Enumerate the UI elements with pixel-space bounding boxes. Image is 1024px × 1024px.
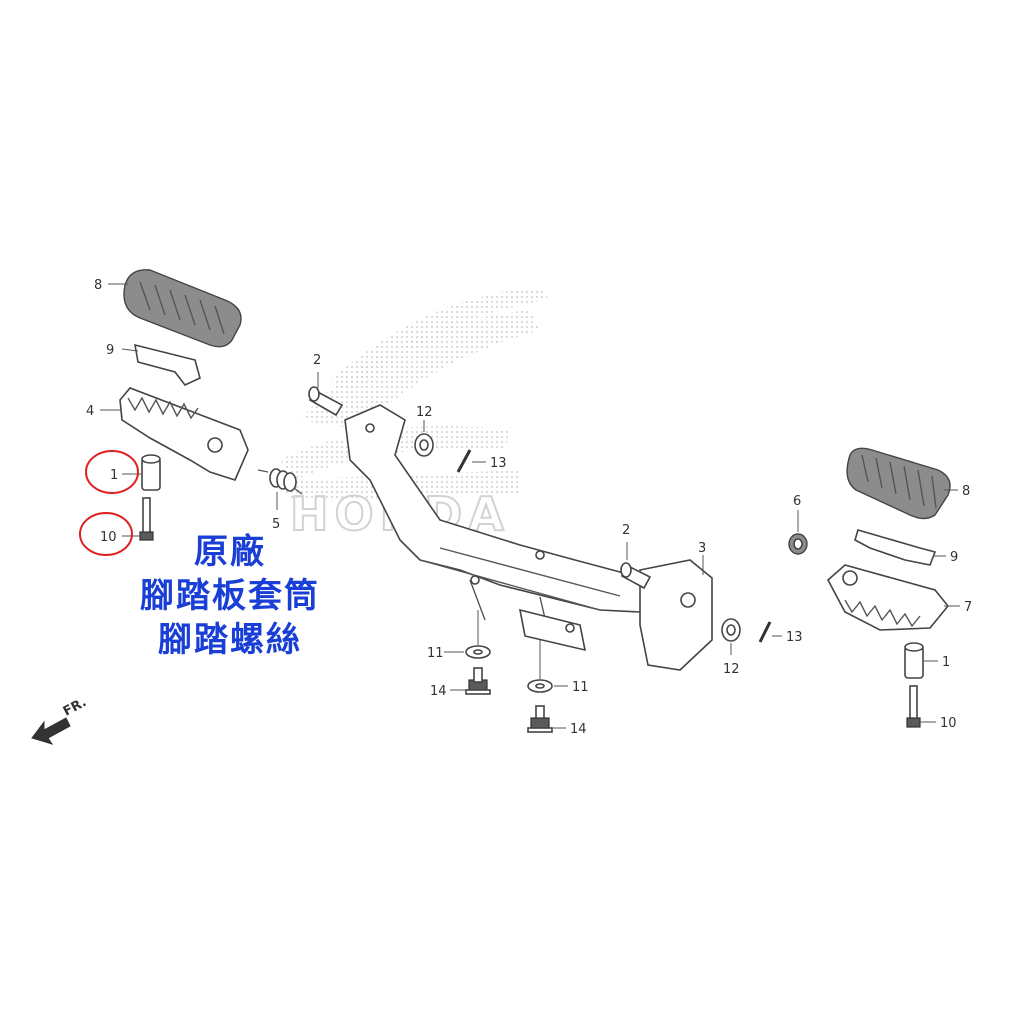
step-plate-right: [854, 529, 937, 566]
step-bolt-right: [906, 685, 921, 728]
callout-14-left: 14: [430, 684, 447, 699]
annotation-line-1: 原廠: [194, 532, 266, 572]
callout-5: 5: [272, 517, 280, 532]
callout-9-left: 9: [106, 343, 114, 358]
pivot-pin-upper: [308, 386, 344, 417]
callout-12-lower: 12: [723, 662, 740, 677]
front-direction-label: FR.: [61, 695, 89, 720]
callout-10-right: 10: [940, 716, 957, 731]
cotter-pin-lower: [758, 621, 772, 643]
step-plate-left: [133, 343, 201, 386]
callout-9-right: 9: [950, 550, 958, 565]
callout-14-lower: 14: [570, 722, 587, 737]
front-direction-arrow: FR.: [31, 695, 89, 745]
callout-13-upper: 13: [490, 456, 507, 471]
highlight-circle-bolt: [79, 512, 133, 556]
washer-upper: [414, 433, 434, 457]
callout-6: 6: [793, 494, 801, 509]
callout-11-left: 11: [427, 646, 444, 661]
callout-7: 7: [964, 600, 972, 615]
callout-1-left: 1: [110, 468, 118, 483]
callout-8-left: 8: [94, 278, 102, 293]
return-spring: [257, 468, 303, 495]
step-rubber-right: [846, 447, 951, 520]
washer-left: [465, 645, 491, 659]
callout-11-lower: 11: [572, 680, 589, 695]
annotation-line-3: 腳踏螺絲: [158, 620, 302, 660]
callout-1-right: 1: [942, 655, 950, 670]
annotation-line-2: 腳踏板套筒: [140, 576, 320, 616]
callout-10-left: 10: [100, 530, 117, 545]
pivot-pin-lower: [620, 562, 652, 590]
bolt-left: [465, 667, 491, 695]
step-bracket: [344, 404, 713, 671]
callout-2-lower: 2: [622, 523, 630, 538]
callout-13-lower: 13: [786, 630, 803, 645]
washer-lower-mount: [527, 679, 553, 693]
cotter-pin-upper: [456, 449, 472, 473]
step-collar-right: [904, 642, 924, 679]
callout-2-upper: 2: [313, 353, 321, 368]
highlight-circle-collar: [85, 450, 139, 494]
bolt-lower: [527, 705, 553, 733]
step-collar-left: [141, 454, 161, 491]
return-spring-right: [788, 533, 808, 555]
step-rubber-left: [123, 269, 242, 348]
step-left: [119, 387, 249, 481]
washer-lower: [721, 618, 741, 642]
callout-4: 4: [86, 404, 94, 419]
callout-3: 3: [698, 541, 706, 556]
callout-12-upper: 12: [416, 405, 433, 420]
callout-8-right: 8: [962, 484, 970, 499]
step-right: [826, 564, 950, 631]
annotation-text: 原廠 腳踏板套筒 腳踏螺絲: [110, 530, 350, 662]
